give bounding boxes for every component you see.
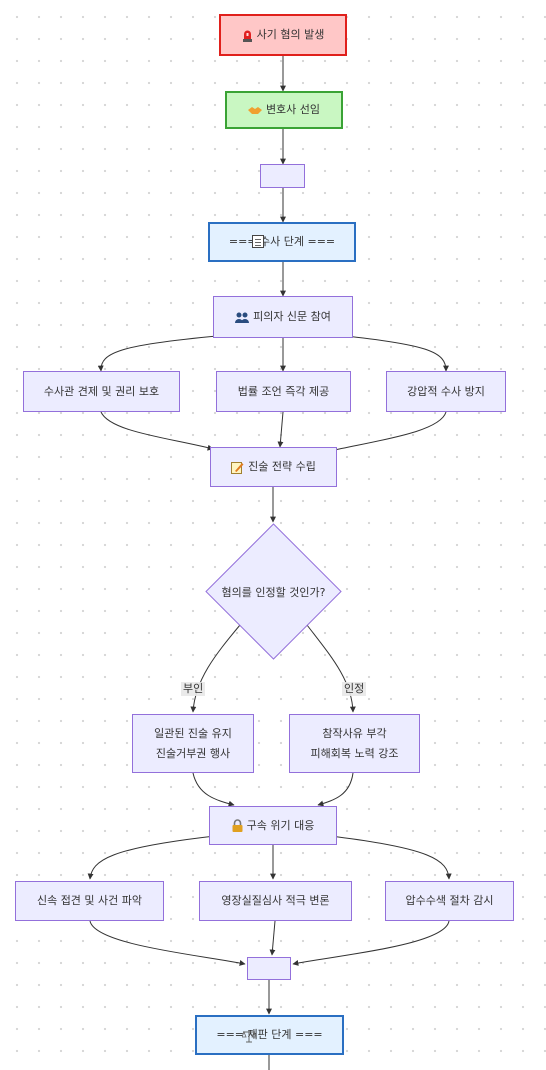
junction-node-1 (260, 164, 305, 188)
node-trial-stage-label: === 재판 단계 === (216, 1028, 323, 1042)
edge-interrogation-coercion (325, 333, 449, 372)
junction-node-2 (247, 957, 291, 980)
node-lawyer-label: 변호사 선임 (265, 103, 321, 117)
edge-admit-detention (317, 772, 354, 807)
node-investigation-stage-label: === 수사 단계 === (228, 235, 336, 249)
edge-check-strategy (100, 411, 214, 451)
node-warrant-hearing-label: 영장실질심사 적극 변론 (221, 894, 330, 908)
edge-interrogation-check (97, 333, 241, 372)
node-legal-advice[interactable]: 법률 조언 즉각 제공 (216, 371, 351, 412)
node-admit-branch[interactable]: 참작사유 부각 피해회복 노력 강조 (289, 714, 420, 773)
node-search-monitor[interactable]: 압수수색 절차 감시 (385, 881, 514, 921)
scales-icon (241, 1028, 257, 1043)
node-prevent-coercion[interactable]: 강압적 수사 방지 (386, 371, 506, 412)
lock-icon (232, 819, 243, 832)
edge-deny-detention (192, 772, 235, 807)
node-lawyer[interactable]: 변호사 선임 (225, 91, 343, 129)
node-decision[interactable]: 혐의를 인정할 것인가? (205, 523, 342, 660)
edge-advice-strategy (277, 411, 284, 448)
siren-icon (242, 29, 253, 42)
edge-decision-deny (190, 624, 241, 713)
node-statement-strategy-label: 진술 전략 수립 (248, 460, 316, 474)
node-check-investigator-label: 수사관 견제 및 권리 보호 (43, 384, 160, 398)
edge-decision-admit (306, 624, 356, 713)
edge-coercion-strategy (329, 411, 447, 453)
notepad-icon (252, 235, 264, 248)
edge-search-junction2 (292, 920, 450, 966)
node-warrant-hearing[interactable]: 영장실질심사 적극 변론 (199, 881, 352, 921)
node-interrogation[interactable]: 피의자 신문 참여 (213, 296, 353, 338)
node-legal-advice-label: 법률 조언 즉각 제공 (237, 384, 330, 398)
handshake-icon (247, 105, 262, 115)
node-trial-stage[interactable]: === 재판 단계 === (195, 1015, 344, 1055)
node-admit-line1: 참작사유 부각 (322, 727, 387, 741)
node-statement-strategy[interactable]: 진술 전략 수립 (210, 447, 337, 487)
node-deny-line1: 일관된 진술 유지 (154, 727, 232, 741)
node-detention-label: 구속 위기 대응 (246, 818, 315, 832)
node-incident[interactable]: 사기 혐의 발생 (219, 14, 347, 56)
node-interrogation-label: 피의자 신문 참여 (253, 310, 331, 324)
node-decision-label: 혐의를 인정할 것인가? (221, 585, 326, 599)
edge-warrant-junction2 (269, 920, 276, 956)
node-deny-line2: 진술거부권 행사 (155, 746, 231, 760)
node-detention[interactable]: 구속 위기 대응 (209, 806, 337, 845)
node-deny-branch[interactable]: 일관된 진술 유지 진술거부권 행사 (132, 714, 254, 773)
node-quick-visit-label: 신속 접견 및 사건 파악 (36, 894, 143, 908)
node-prevent-coercion-label: 강압적 수사 방지 (407, 384, 485, 398)
edge-visit-junction2 (89, 920, 246, 966)
node-check-investigator[interactable]: 수사관 견제 및 권리 보호 (23, 371, 180, 412)
node-quick-visit[interactable]: 신속 접견 및 사건 파악 (15, 881, 164, 921)
node-incident-label: 사기 혐의 발생 (256, 28, 325, 42)
memo-pencil-icon (231, 461, 244, 474)
edge-label-deny: 부인 (181, 682, 206, 696)
people-icon (235, 312, 250, 323)
edge-label-admit: 인정 (342, 682, 367, 696)
node-admit-line2: 피해회복 노력 강조 (310, 746, 399, 760)
node-search-monitor-label: 압수수색 절차 감시 (405, 894, 494, 908)
edge-detention-search (329, 835, 452, 880)
node-investigation-stage[interactable]: === 수사 단계 === (208, 222, 356, 262)
edge-detention-visit (87, 835, 216, 880)
